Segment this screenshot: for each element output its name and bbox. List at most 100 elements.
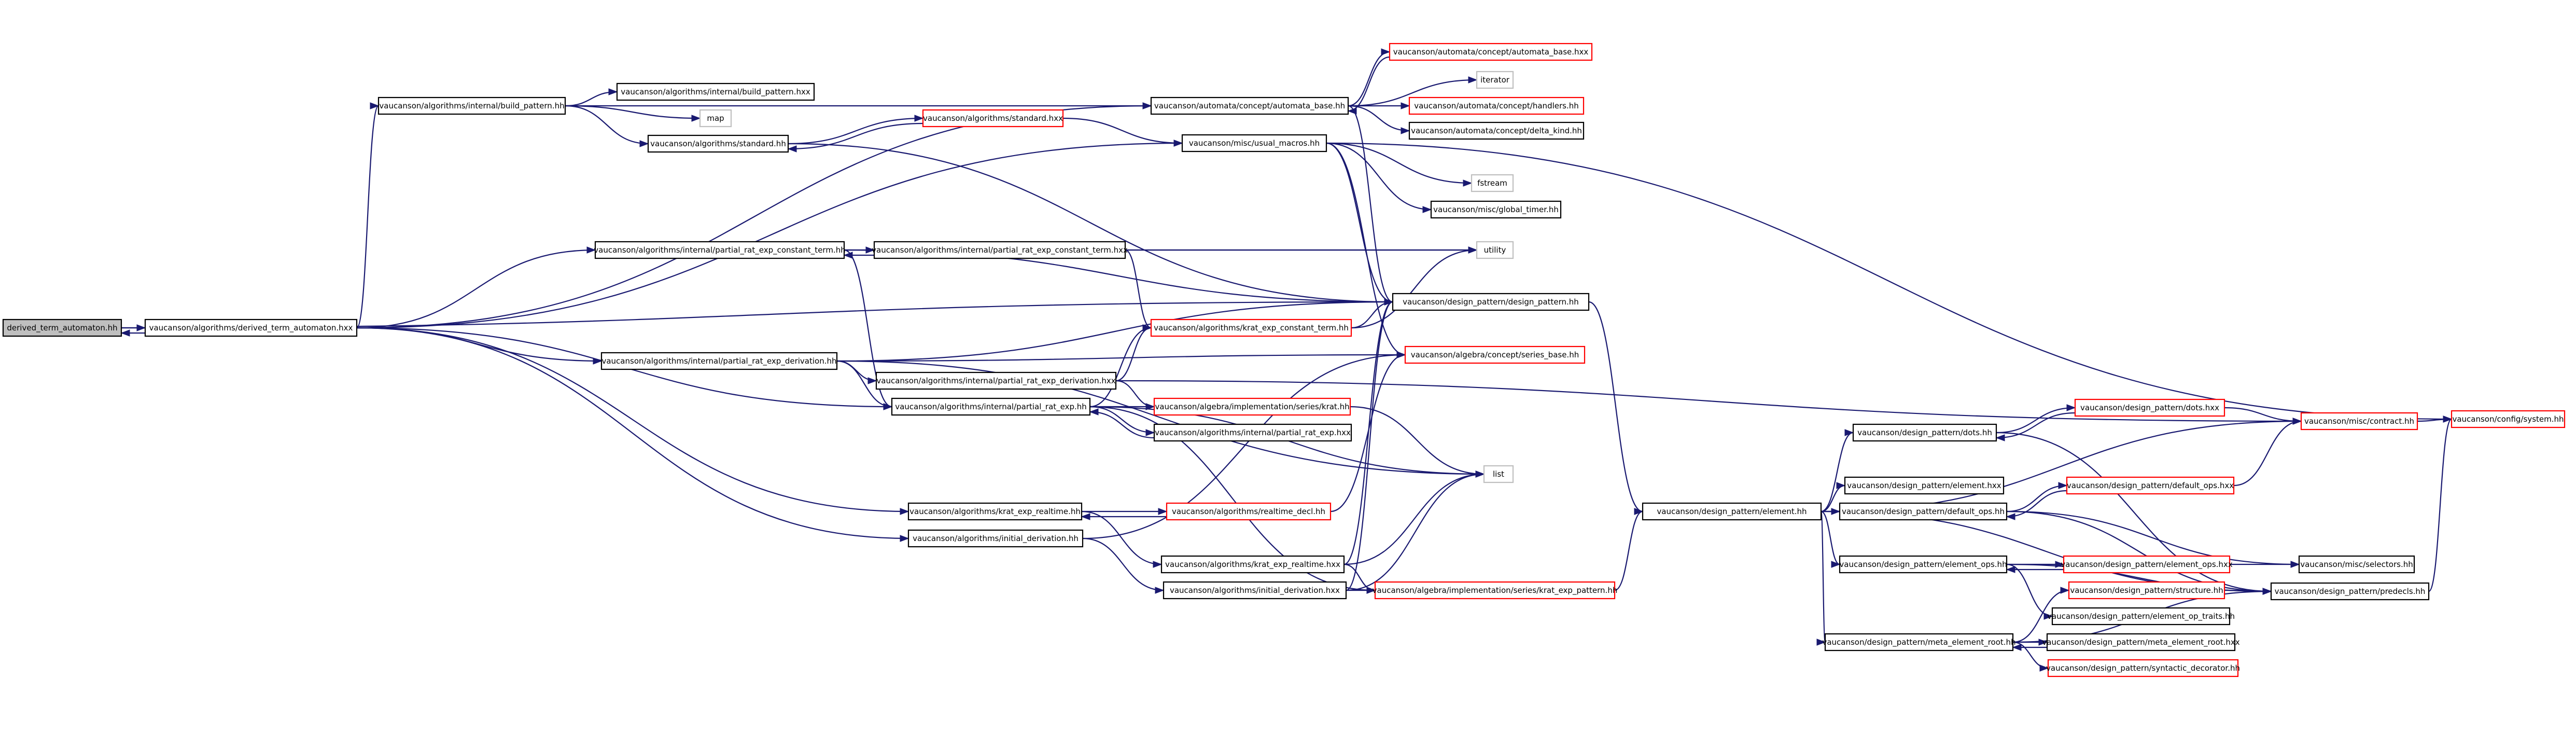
file-node[interactable]: vaucanson/algorithms/internal/partial_ra… [600,352,838,370]
include-edge [1326,142,1432,213]
file-node[interactable]: vaucanson/algorithms/internal/build_patt… [377,96,566,115]
file-node[interactable]: vaucanson/algorithms/internal/partial_ra… [872,241,1128,259]
file-node[interactable]: vaucanson/algorithms/internal/partial_ra… [875,371,1117,390]
file-node[interactable]: list [1483,465,1514,483]
edge-arrowhead [608,88,618,95]
node-label: list [1493,469,1504,479]
node-box [1150,318,1352,337]
node-label: vaucanson/design_pattern/default_ops.hxx [2067,481,2234,491]
include-edge [1348,102,1410,109]
file-node[interactable]: vaucanson/design_pattern/structure.hh [2068,581,2225,600]
edge-arrowhead [2066,404,2076,411]
node-box [2047,659,2239,677]
file-node[interactable]: vaucanson/algebra/concept/series_base.hh [1404,345,1586,364]
include-edge [1125,246,1478,254]
edge-arrowhead [2292,418,2302,425]
file-node[interactable]: vaucanson/misc/selectors.hh [2298,555,2415,574]
edge-arrowhead [1142,324,1152,331]
file-node[interactable]: vaucanson/design_pattern/element.hh [1642,502,1822,521]
file-node[interactable]: vaucanson/design_pattern/design_pattern.… [1392,293,1590,311]
node-box [873,241,1126,259]
node-box [1844,476,2005,495]
edge-arrowhead [586,246,596,254]
node-box [2051,607,2231,626]
file-node[interactable]: vaucanson/algebra/implementation/series/… [1153,397,1351,416]
file-node[interactable]: vaucanson/automata/concept/automata_base… [1389,43,1593,61]
node-label: vaucanson/algorithms/initial_derivation.… [913,534,1079,544]
file-node[interactable]: vaucanson/design_pattern/default_ops.hxx [2066,476,2235,495]
edge-arrowhead [1366,587,1376,594]
node-box [1839,502,2008,521]
root-file-node[interactable]: derived_term_automaton.hh [2,318,122,337]
file-node[interactable]: vaucanson/design_pattern/element.hxx [1844,476,2005,495]
file-node[interactable]: vaucanson/algorithms/standard.hh [647,134,789,153]
edge-line [1326,142,1406,356]
file-node[interactable]: vaucanson/algorithms/internal/partial_ra… [891,397,1091,416]
file-node[interactable]: vaucanson/automata/concept/delta_kind.hh [1408,121,1585,140]
file-node[interactable]: vaucanson/automata/concept/handlers.hh [1408,96,1585,115]
file-node[interactable]: vaucanson/design_pattern/meta_element_ro… [1822,633,2016,652]
file-node[interactable]: vaucanson/misc/usual_macros.hh [1181,134,1327,153]
include-edge [2006,563,2053,620]
node-label: vaucanson/design_pattern/design_pattern.… [1403,297,1579,307]
node-box [1153,423,1352,442]
node-label: utility [1484,245,1506,255]
file-node[interactable]: vaucanson/algorithms/initial_derivation.… [907,529,1084,548]
edge-arrowhead [1155,587,1165,594]
node-label: vaucanson/design_pattern/dots.hxx [2080,403,2219,413]
file-node[interactable]: vaucanson/algorithms/internal/build_patt… [616,82,815,101]
include-edge [356,327,909,515]
edge-arrowhead [1081,513,1090,520]
edge-line [1089,327,1152,408]
file-node[interactable]: vaucanson/config/system.hh [2451,410,2566,428]
file-node[interactable]: vaucanson/algebra/implementation/series/… [1373,581,1618,600]
node-box [2068,581,2225,600]
file-node[interactable]: vaucanson/algorithms/krat_exp_realtime.h… [907,502,1083,521]
edge-line [1821,432,1854,512]
file-node[interactable]: iterator [1476,71,1514,89]
include-edge [1346,470,1485,591]
node-box [891,397,1091,416]
file-node[interactable]: vaucanson/design_pattern/dots.hxx [2074,398,2225,417]
file-node[interactable]: vaucanson/design_pattern/predecls.hh [2270,582,2430,601]
file-node[interactable]: vaucanson/misc/contract.hh [2300,412,2418,431]
file-node[interactable]: vaucanson/design_pattern/element_op_trai… [2047,607,2235,626]
file-node[interactable]: fstream [1471,174,1514,192]
edge-line [1820,510,1826,643]
edge-line [1346,301,1393,591]
file-node[interactable]: vaucanson/misc/global_timer.hh [1430,200,1562,219]
node-label: vaucanson/algorithms/standard.hh [650,139,786,148]
edge-line [356,105,380,329]
node-label: vaucanson/automata/concept/automata_base… [1154,101,1345,111]
nodes-layer: derived_term_automaton.hh vaucanson/algor… [2,43,2566,677]
file-node[interactable]: utility [1476,241,1514,259]
node-box [594,241,845,259]
file-node[interactable]: vaucanson/algorithms/internal/partial_ra… [594,241,846,259]
node-label: vaucanson/design_pattern/meta_element_ro… [2042,638,2239,647]
include-edge [1614,508,1644,591]
file-node[interactable]: vaucanson/algorithms/initial_derivation.… [1163,581,1347,600]
file-node[interactable]: vaucanson/design_pattern/default_ops.hh [1839,502,2008,521]
file-node[interactable]: vaucanson/algorithms/krat_exp_constant_t… [1150,318,1352,337]
file-node[interactable]: vaucanson/design_pattern/dots.hh [1852,423,1997,442]
file-node[interactable]: map [699,109,732,128]
edge-line [1089,406,1155,434]
file-node[interactable]: vaucanson/algorithms/derived_term_automa… [144,318,358,337]
node-label: vaucanson/config/system.hh [2452,414,2564,424]
include-edge [1348,48,1391,107]
file-node[interactable]: vaucanson/design_pattern/meta_element_ro… [2042,633,2240,652]
file-node[interactable]: vaucanson/algorithms/realtime_decl.hh [1166,502,1332,521]
file-node[interactable]: vaucanson/algorithms/internal/partial_ra… [1153,423,1352,442]
file-node[interactable]: vaucanson/automata/concept/automata_base… [1150,96,1349,115]
file-node[interactable]: vaucanson/algorithms/standard.hxx [922,109,1064,128]
file-node[interactable]: vaucanson/algorithms/krat_exp_realtime.h… [1160,555,1345,574]
edge-line [836,360,877,382]
file-node[interactable]: vaucanson/design_pattern/element_ops.hxx [2061,555,2233,574]
node-label: vaucanson/algorithms/internal/partial_ra… [601,356,836,366]
include-edge [1348,76,1478,107]
include-edge [836,351,1406,362]
file-node[interactable]: vaucanson/design_pattern/syntactic_decor… [2046,659,2240,677]
edge-line [565,105,649,145]
node-label: vaucanson/algebra/implementation/series/… [1373,586,1618,595]
file-node[interactable]: vaucanson/design_pattern/element_ops.hh [1839,555,2008,574]
